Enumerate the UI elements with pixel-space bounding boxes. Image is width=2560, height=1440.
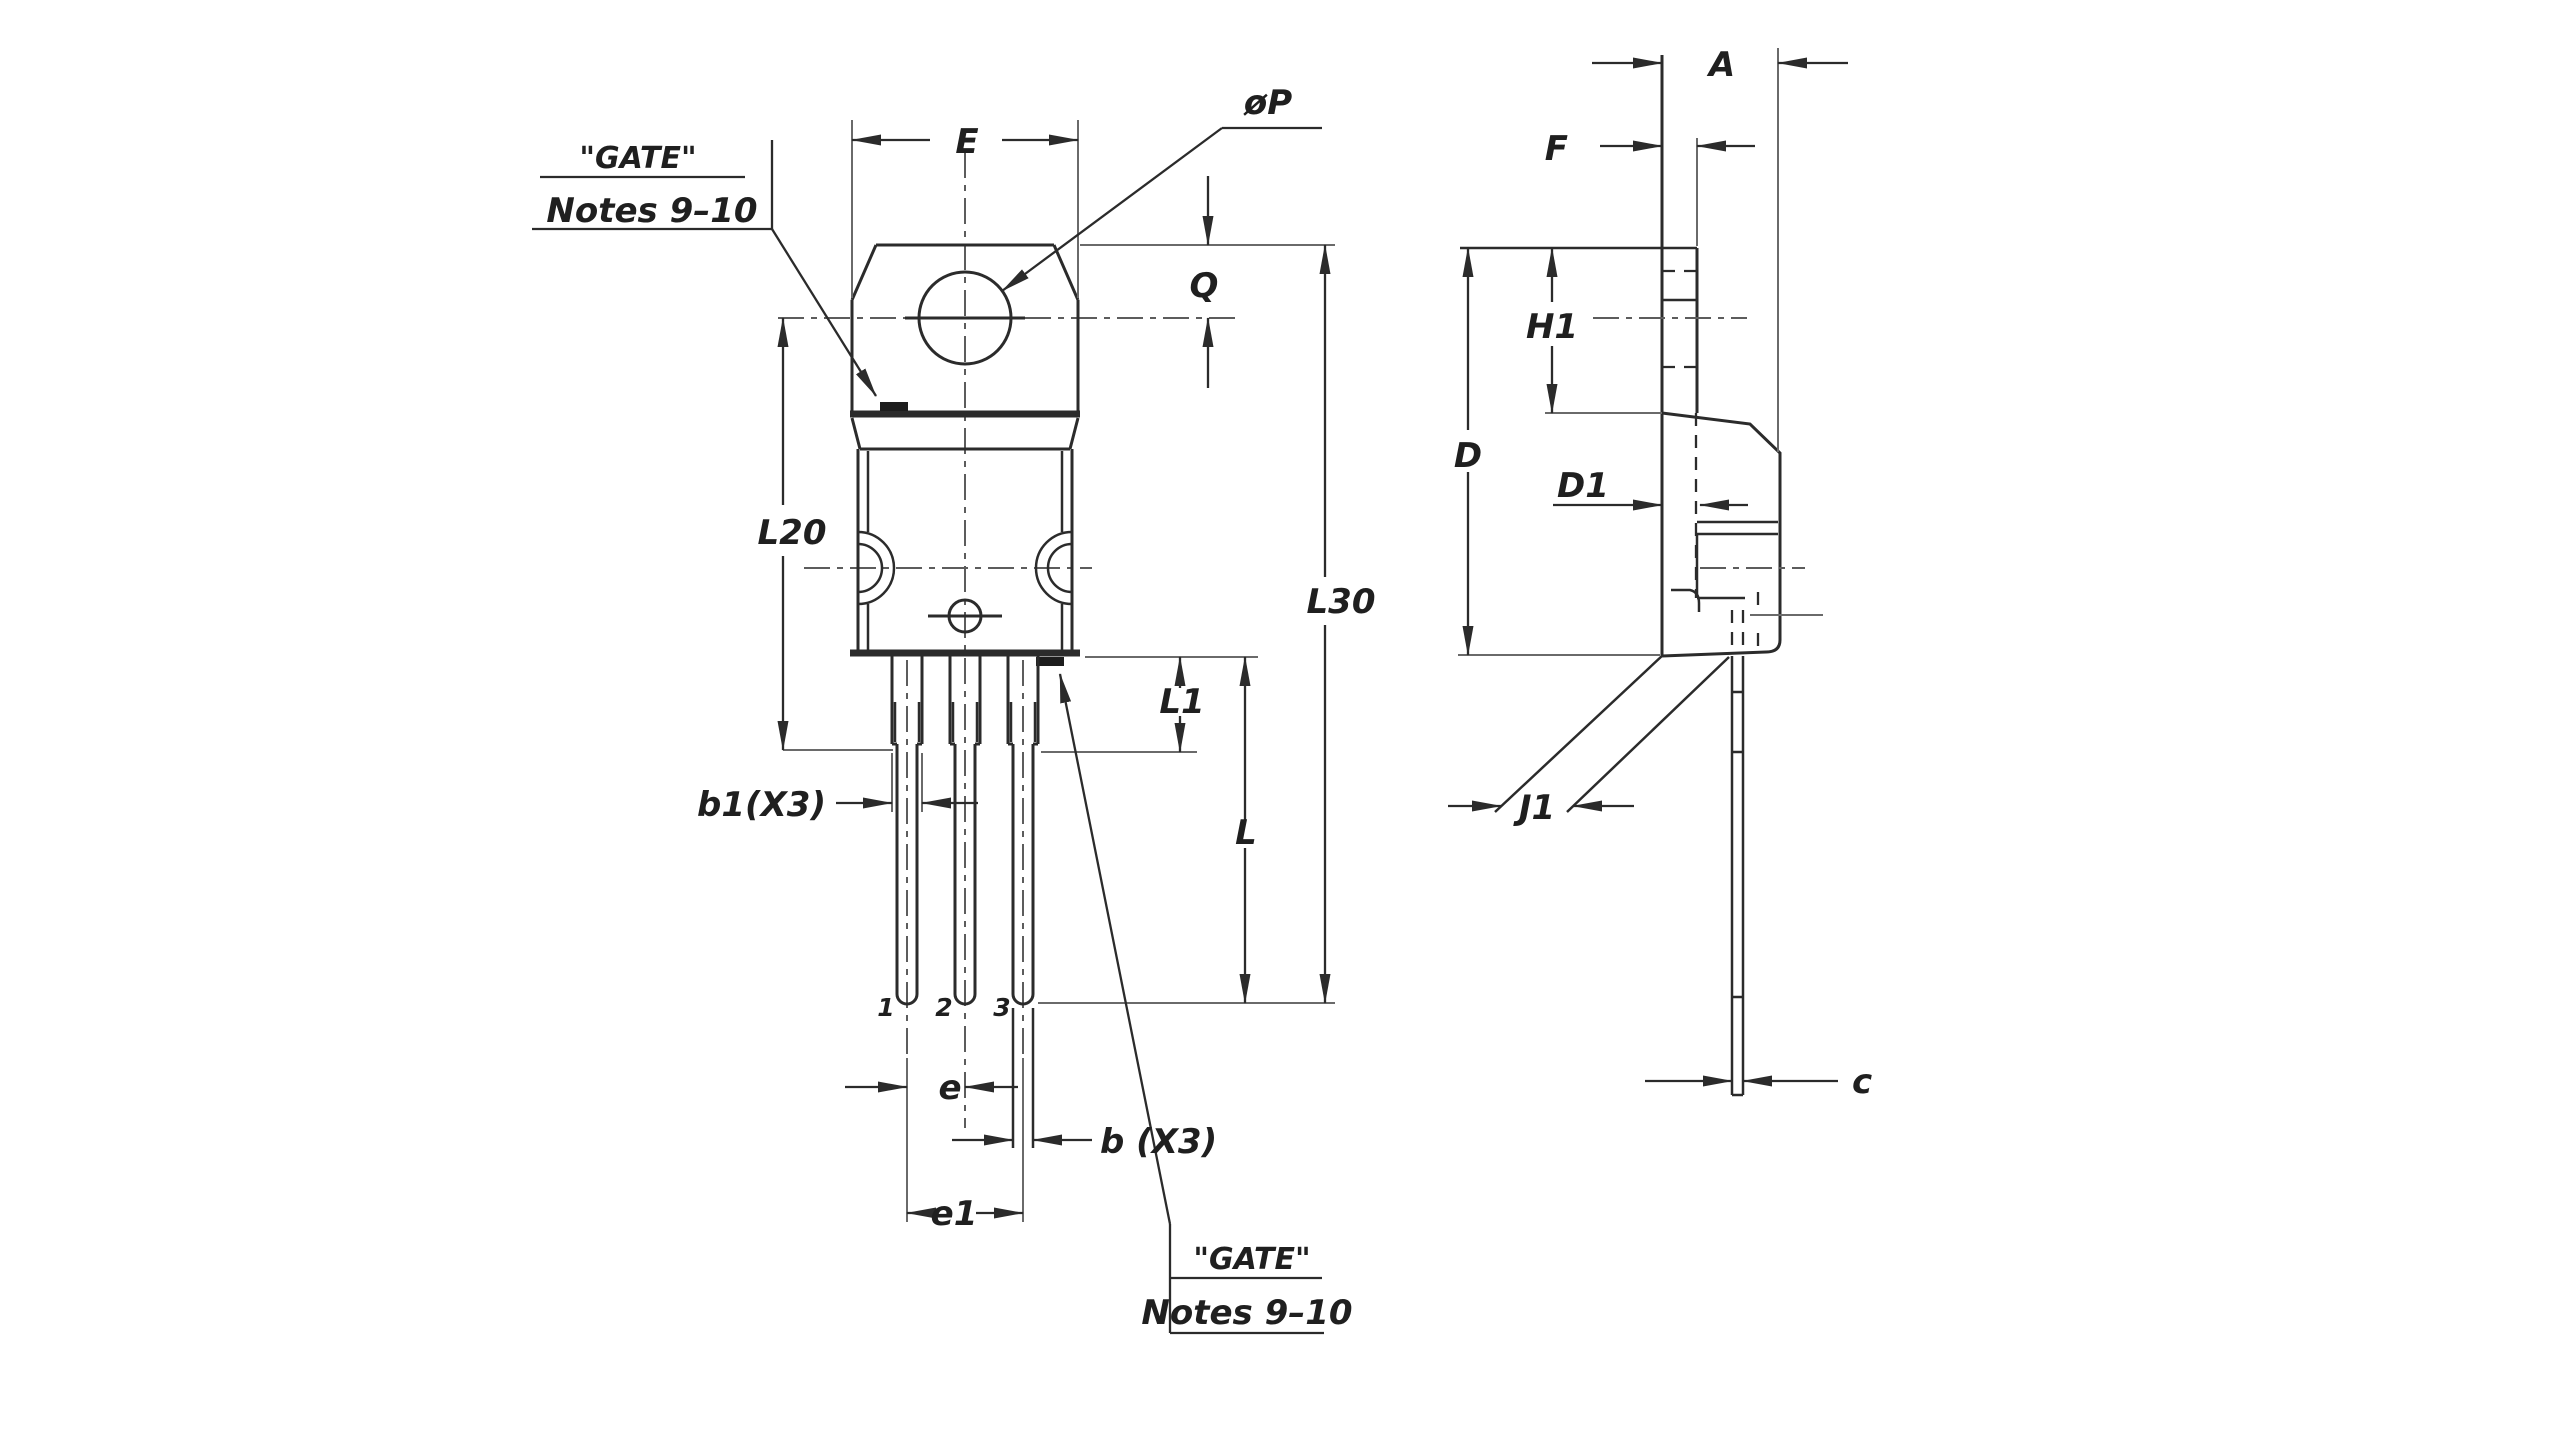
label-b1: b1(X3) bbox=[697, 785, 826, 825]
label-D1: D1 bbox=[1557, 466, 1609, 506]
label-L1: L1 bbox=[1159, 682, 1204, 722]
pin3-lead-edge-extensions bbox=[1011, 1008, 1035, 1148]
label-e1: e1 bbox=[931, 1194, 978, 1234]
label-D: D bbox=[1454, 436, 1482, 476]
gate-note-top-lines bbox=[532, 140, 774, 231]
tab-outline bbox=[850, 243, 1080, 417]
gate-note-bottom-ref: Notes 9–10 bbox=[1141, 1293, 1352, 1333]
gate-note-top-title: "GATE" bbox=[579, 141, 696, 176]
label-L: L bbox=[1235, 813, 1257, 853]
pin3 bbox=[1006, 656, 1040, 1006]
gate-note-bottom: "GATE" Notes 9–10 bbox=[1141, 1242, 1352, 1333]
gate-note-top-leader bbox=[771, 228, 877, 397]
side-lead bbox=[1730, 656, 1745, 1097]
side-hidden-lead-lines bbox=[1730, 592, 1760, 650]
label-E: E bbox=[955, 122, 978, 162]
gate-note-bottom-lines bbox=[1168, 1224, 1324, 1335]
J1-oblique-extensions bbox=[1494, 654, 1730, 813]
label-L30: L30 bbox=[1307, 582, 1376, 622]
gate-note-bottom-title: "GATE" bbox=[1193, 1242, 1310, 1277]
pin2 bbox=[948, 656, 982, 1006]
label-L20: L20 bbox=[758, 513, 827, 553]
label-A: A bbox=[1706, 45, 1735, 85]
front-view: E øP Q L30 L20 L1 L b1(X3) e b (X3) e1 1… bbox=[532, 83, 1376, 1335]
locator-circle bbox=[947, 598, 983, 634]
side-hole-hidden-lines bbox=[1662, 269, 1697, 369]
label-H1: H1 bbox=[1526, 307, 1578, 347]
label-b: b (X3) bbox=[1100, 1122, 1217, 1162]
label-pin1: 1 bbox=[877, 993, 894, 1022]
label-F: F bbox=[1545, 129, 1568, 169]
label-Q: Q bbox=[1190, 266, 1219, 306]
dim-P-leader bbox=[1001, 127, 1223, 292]
label-pin2: 2 bbox=[935, 993, 952, 1022]
label-pin3: 3 bbox=[993, 993, 1010, 1022]
pin-shoulder-shading bbox=[893, 702, 1037, 742]
gate-note-bottom-leader bbox=[1058, 673, 1172, 1225]
side-extension-lines bbox=[1458, 48, 1779, 656]
body-inner-lines bbox=[866, 451, 1064, 651]
collar-band bbox=[850, 417, 1080, 451]
pin1 bbox=[890, 656, 924, 1006]
mounting-hole bbox=[917, 270, 1013, 366]
label-P: øP bbox=[1243, 83, 1292, 123]
gate-mark-top bbox=[880, 402, 908, 411]
gate-note-top: "GATE" Notes 9–10 bbox=[546, 141, 757, 231]
label-J1: J1 bbox=[1513, 788, 1555, 828]
side-lead-bend-hook bbox=[1671, 588, 1701, 612]
label-c: c bbox=[1852, 1062, 1872, 1102]
side-body-outline bbox=[1661, 411, 1782, 658]
side-view: A F H1 D D1 J1 c bbox=[1448, 45, 1872, 1102]
label-e: e bbox=[938, 1068, 961, 1108]
gate-note-top-ref: Notes 9–10 bbox=[546, 191, 757, 231]
front-extension-lines bbox=[783, 120, 1335, 1222]
side-notch-arcs bbox=[857, 530, 1073, 606]
side-step-lines bbox=[1695, 520, 1778, 600]
body-sides bbox=[856, 449, 1074, 651]
gate-mark-bottom bbox=[1036, 657, 1064, 666]
